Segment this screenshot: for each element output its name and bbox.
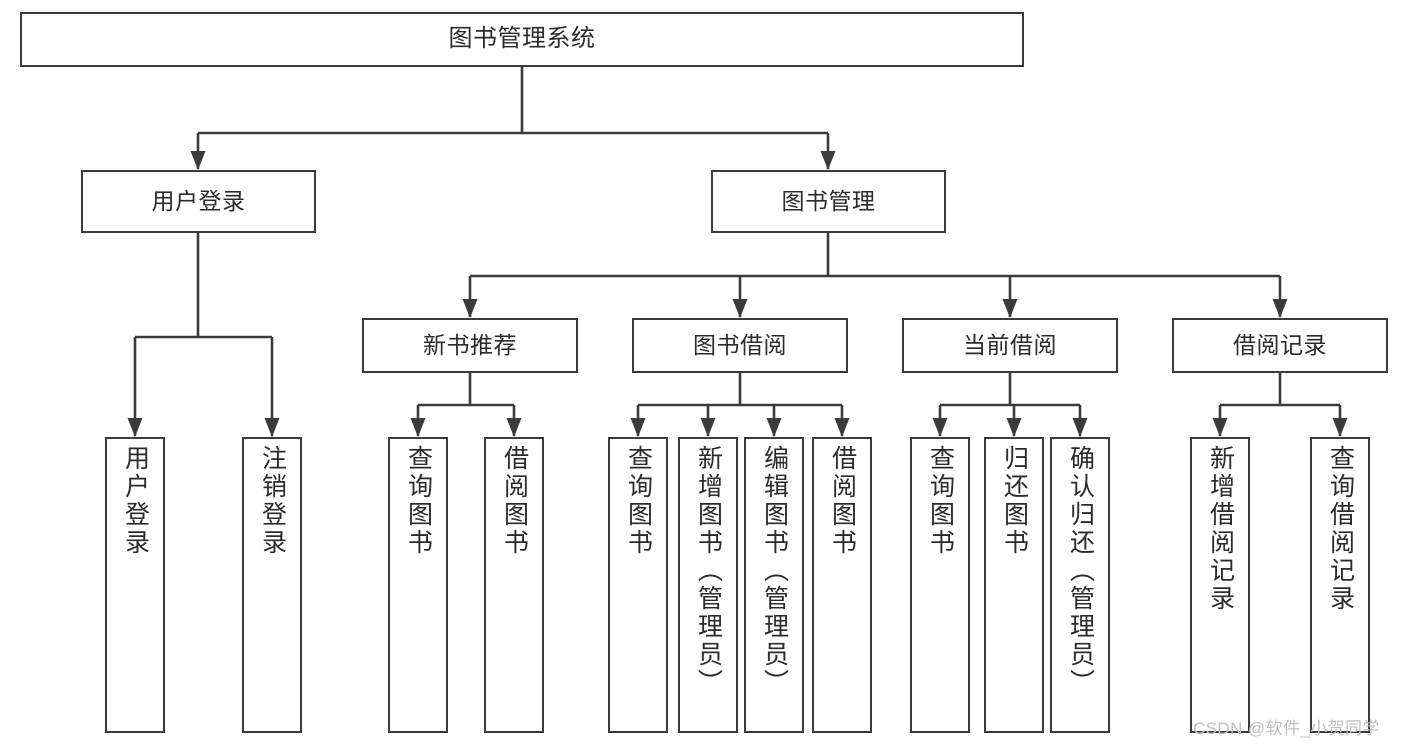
c-login-arrowhead-0 bbox=[127, 418, 143, 437]
node-records: 借阅记录 bbox=[1172, 318, 1388, 373]
c-borrow-arrowhead-3 bbox=[834, 418, 850, 437]
node-label-leaf5: 查询图书 bbox=[624, 445, 653, 557]
c-bookmgmt-arrowhead-2 bbox=[1002, 299, 1018, 318]
c-borrow-arrowhead-1 bbox=[700, 418, 716, 437]
node-borrow: 图书借阅 bbox=[632, 318, 848, 373]
node-label-leaf7: 编辑图书（管理员） bbox=[760, 445, 789, 697]
node-leaf7: 编辑图书（管理员） bbox=[744, 437, 804, 733]
watermark-label: CSDN @软件_小贺同学 bbox=[1193, 719, 1380, 738]
node-label-newbook: 新书推荐 bbox=[423, 331, 517, 358]
node-label-records: 借阅记录 bbox=[1233, 331, 1327, 358]
node-label-borrow: 图书借阅 bbox=[693, 331, 787, 358]
node-label-leaf4: 借阅图书 bbox=[500, 445, 529, 557]
c-bookmgmt-arrowhead-1 bbox=[732, 299, 748, 318]
node-label-leaf11: 确认归还（管理员） bbox=[1066, 445, 1095, 697]
c-borrow-arrowhead-2 bbox=[766, 418, 782, 437]
node-label-leaf2: 注销登录 bbox=[258, 445, 287, 557]
node-label-leaf3: 查询图书 bbox=[404, 445, 433, 557]
node-current: 当前借阅 bbox=[902, 318, 1118, 373]
node-leaf13: 查询借阅记录 bbox=[1310, 437, 1370, 733]
node-label-leaf13: 查询借阅记录 bbox=[1326, 445, 1355, 613]
node-label-leaf1: 用户登录 bbox=[121, 445, 150, 557]
node-label-current: 当前借阅 bbox=[963, 331, 1057, 358]
c-records-arrowhead-1 bbox=[1332, 418, 1348, 437]
node-leaf8: 借阅图书 bbox=[812, 437, 872, 733]
node-root: 图书管理系统 bbox=[20, 12, 1024, 67]
node-newbook: 新书推荐 bbox=[362, 318, 578, 373]
c-newbook-arrowhead-1 bbox=[506, 418, 522, 437]
node-leaf1: 用户登录 bbox=[105, 437, 165, 733]
node-label-leaf8: 借阅图书 bbox=[828, 445, 857, 557]
node-label-leaf9: 查询图书 bbox=[926, 445, 955, 557]
node-label-leaf12: 新增借阅记录 bbox=[1206, 445, 1235, 613]
node-bookmgmt: 图书管理 bbox=[711, 170, 946, 233]
c-login-arrowhead-1 bbox=[264, 418, 280, 437]
node-leaf11: 确认归还（管理员） bbox=[1050, 437, 1110, 733]
node-leaf12: 新增借阅记录 bbox=[1190, 437, 1250, 733]
node-label-leaf6: 新增图书（管理员） bbox=[694, 445, 723, 697]
c-root-arrowhead-0 bbox=[190, 151, 206, 170]
node-label-leaf10: 归还图书 bbox=[1000, 445, 1029, 557]
node-label-bookmgmt: 图书管理 bbox=[781, 187, 876, 214]
node-label-login: 用户登录 bbox=[151, 187, 246, 214]
c-current-arrowhead-2 bbox=[1072, 418, 1088, 437]
node-login: 用户登录 bbox=[81, 170, 316, 233]
c-current-arrowhead-0 bbox=[932, 418, 948, 437]
node-leaf3: 查询图书 bbox=[388, 437, 448, 733]
node-leaf6: 新增图书（管理员） bbox=[678, 437, 738, 733]
node-leaf4: 借阅图书 bbox=[484, 437, 544, 733]
c-records-arrowhead-0 bbox=[1212, 418, 1228, 437]
c-bookmgmt-arrowhead-0 bbox=[462, 299, 478, 318]
c-borrow-arrowhead-0 bbox=[630, 418, 646, 437]
c-newbook-arrowhead-0 bbox=[410, 418, 426, 437]
node-leaf10: 归还图书 bbox=[984, 437, 1044, 733]
node-leaf9: 查询图书 bbox=[910, 437, 970, 733]
node-label-root: 图书管理系统 bbox=[448, 25, 596, 53]
c-bookmgmt-arrowhead-3 bbox=[1272, 299, 1288, 318]
node-leaf5: 查询图书 bbox=[608, 437, 668, 733]
node-leaf2: 注销登录 bbox=[242, 437, 302, 733]
c-root-arrowhead-1 bbox=[820, 151, 836, 170]
c-current-arrowhead-1 bbox=[1006, 418, 1022, 437]
